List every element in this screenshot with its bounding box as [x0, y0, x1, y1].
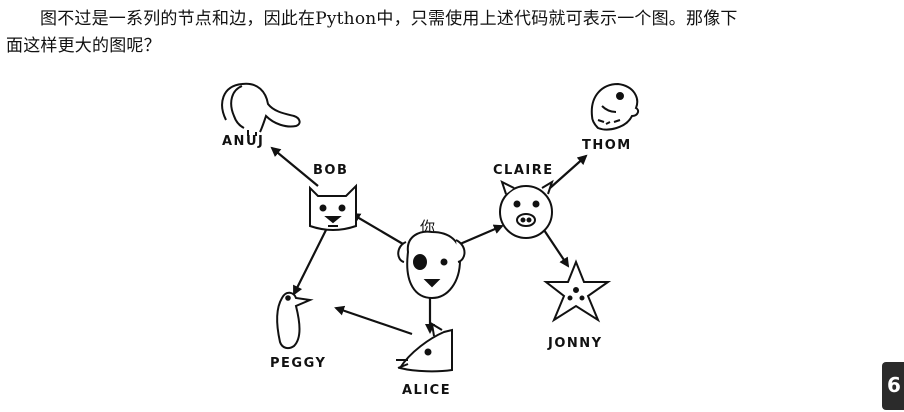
node-label-jonny: JONNY	[547, 336, 603, 351]
edge-you-bob	[350, 212, 404, 245]
edge-bob-peggy	[293, 225, 329, 296]
body-paragraph: 图不过是一系列的节点和边，因此在Python中，只需使用上述代码就可表示一个图。…	[6, 6, 866, 60]
elephant-icon	[221, 82, 301, 136]
page-number: 6	[887, 373, 901, 397]
node-label-bob: BOB	[313, 163, 348, 178]
paragraph-line-1: 图不过是一系列的节点和边，因此在Python中，只需使用上述代码就可表示一个图。…	[40, 9, 738, 29]
node-label-thom: THOM	[582, 138, 632, 153]
node-label-anuj: ANUJ	[222, 134, 264, 149]
paragraph-line-2: 面这样更大的图呢？	[6, 36, 161, 56]
edge-bob-anuj	[270, 146, 319, 187]
node-label-alice: ALICE	[402, 383, 451, 398]
graph-edges	[270, 146, 588, 336]
edge-claire-thom	[549, 154, 588, 189]
rat-icon	[396, 322, 453, 373]
pig-icon	[499, 179, 554, 239]
cat-icon	[309, 183, 357, 231]
social-graph-figure: ANUJ BOB 你 CLAIRE	[190, 76, 660, 406]
edge-alice-peggy	[334, 305, 413, 336]
node-label-peggy: PEGGY	[270, 356, 326, 371]
edge-you-claire	[459, 224, 504, 246]
page-number-tab: 6	[882, 362, 904, 410]
edge-claire-jonny	[543, 229, 570, 268]
fish-icon	[590, 82, 640, 131]
starfish-icon	[543, 259, 612, 323]
bird-icon	[276, 291, 314, 350]
node-label-claire: CLAIRE	[493, 163, 554, 178]
dog-icon	[397, 230, 466, 300]
